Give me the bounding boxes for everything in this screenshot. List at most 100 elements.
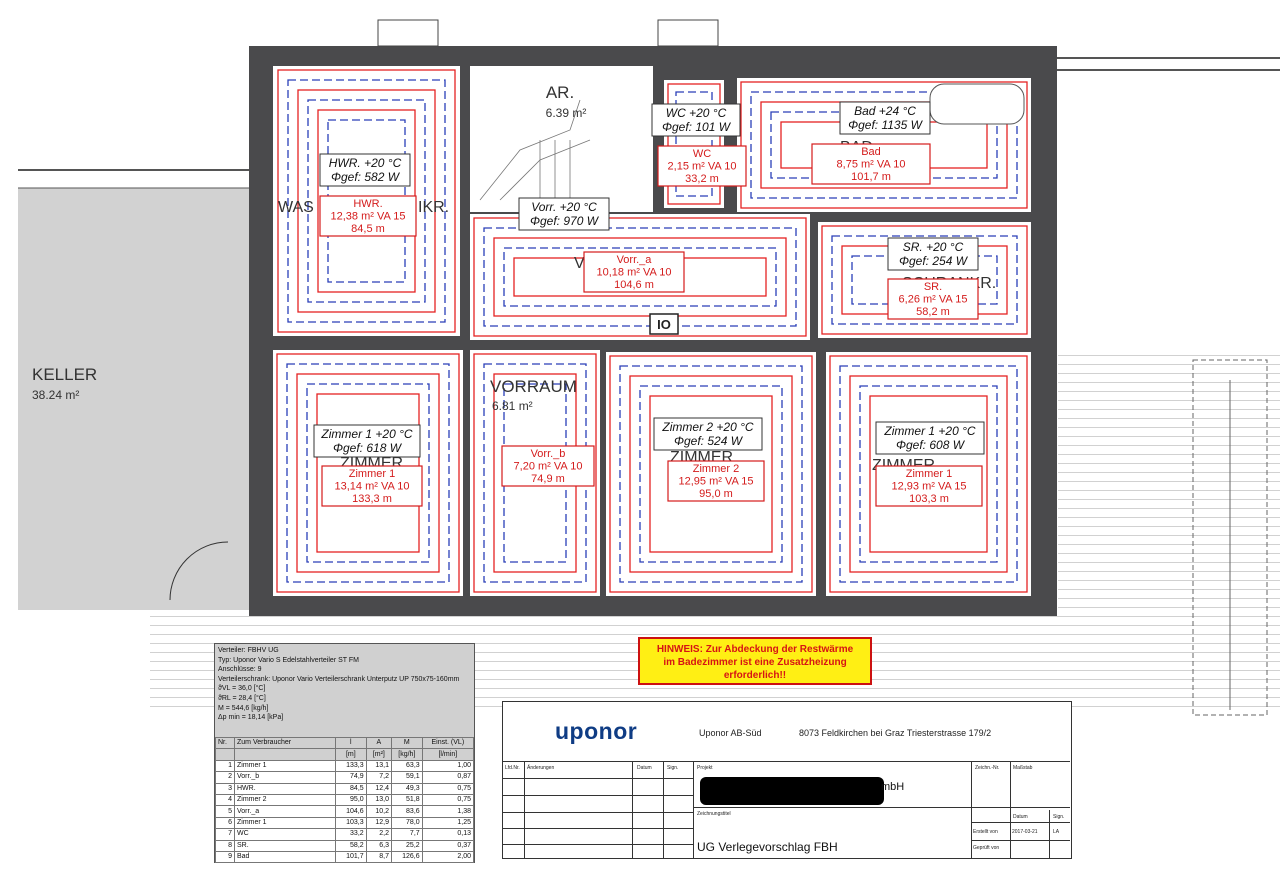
room-area-ar: 6.39 m² bbox=[546, 106, 587, 120]
table-cell: 95,0 bbox=[335, 793, 367, 807]
col-sign-label: Sign. bbox=[667, 765, 679, 771]
drawing-title-label: Zeichnungstitel bbox=[697, 811, 731, 817]
circuit-tag-text: 101,7 m bbox=[851, 171, 891, 183]
terrace-hatch-right bbox=[1058, 355, 1280, 615]
table-cell: 0,87 bbox=[421, 771, 475, 784]
table-cell: 13,0 bbox=[365, 793, 393, 807]
table-cell: 83,6 bbox=[391, 805, 423, 818]
col-nr-label: Lfd.Nr. bbox=[505, 765, 520, 771]
table-cell: 12,9 bbox=[365, 816, 393, 830]
company-address: 8073 Feldkirchen bei Graz Triesterstrass… bbox=[799, 728, 992, 738]
col-date-label: Datum bbox=[637, 765, 652, 771]
table-cell: 7,2 bbox=[365, 771, 393, 784]
circuit-tag-text: WC bbox=[693, 148, 711, 160]
room-area-keller: 38.24 m² bbox=[32, 388, 79, 402]
col-header: M bbox=[391, 736, 423, 750]
created-sign: LA bbox=[1053, 829, 1060, 835]
room-tag-text: Φgef: 608 W bbox=[896, 438, 966, 452]
col-header: Nr. bbox=[215, 736, 235, 750]
table-cell: WC bbox=[234, 828, 336, 841]
unit-cell: [m²] bbox=[365, 748, 393, 761]
table-cell: 7 bbox=[215, 828, 235, 841]
circuit-tag-text: 8,75 m² VA 10 bbox=[837, 159, 906, 171]
room-tag-text: Φgef: 970 W bbox=[530, 214, 600, 228]
circuit-tag-text: SR. bbox=[924, 281, 942, 293]
distributor-line: ϑRL = 28,4 [°C] bbox=[218, 694, 266, 702]
table-cell: 10,2 bbox=[365, 805, 393, 818]
table-cell: 5 bbox=[215, 805, 235, 818]
circuit-tag-text: 74,9 m bbox=[531, 473, 565, 485]
table-cell: Vorr._b bbox=[234, 771, 336, 784]
room-tag-text: Φgef: 582 W bbox=[331, 170, 401, 184]
distributor-grid: Nr. Zum Verbraucher l A M Einst. (VL) [m… bbox=[215, 736, 475, 864]
room-tag-text: SR. +20 °C bbox=[903, 240, 964, 254]
distributor-header: Verteiler: FBHV UG Typ: Uponor Vario S E… bbox=[215, 644, 474, 723]
room-tag-text: Zimmer 1 +20 °C bbox=[320, 427, 412, 441]
circuit-tag-text: 7,20 m² VA 10 bbox=[514, 461, 583, 473]
table-cell: 58,2 bbox=[335, 839, 367, 852]
distributor-line: ϑVL = 36,0 [°C] bbox=[218, 685, 266, 693]
table-cell: 126,6 bbox=[391, 850, 423, 864]
created-label: Erstellt von bbox=[973, 829, 998, 835]
date-label: Datum bbox=[1013, 814, 1028, 820]
table-cell: 25,2 bbox=[391, 839, 423, 852]
circuit-tag-text: 95,0 m bbox=[699, 488, 733, 500]
table-cell: Zimmer 2 bbox=[234, 793, 336, 807]
table-cell: 78,0 bbox=[391, 816, 423, 830]
unit-cell: [m] bbox=[335, 748, 367, 761]
room-tag-text: Zimmer 2 +20 °C bbox=[661, 420, 753, 434]
table-cell: 9 bbox=[215, 850, 235, 864]
col-header: Zum Verbraucher bbox=[234, 736, 336, 750]
table-header-row: Nr. Zum Verbraucher l A M Einst. (VL) bbox=[215, 736, 475, 750]
heating-loops bbox=[276, 69, 1028, 593]
table-cell: 51,8 bbox=[391, 793, 423, 807]
table-cell: 49,3 bbox=[391, 782, 423, 795]
table-cell: Zimmer 1 bbox=[234, 816, 336, 830]
circuit-tag-text: 12,38 m² VA 15 bbox=[330, 211, 405, 223]
table-cell: 101,7 bbox=[335, 850, 367, 864]
room-tag-text: Φgef: 524 W bbox=[674, 434, 744, 448]
note-line: erforderlich!! bbox=[723, 670, 787, 681]
circuit-tag-text: Vorr._a bbox=[617, 254, 653, 266]
table-cell: SR. bbox=[234, 839, 336, 852]
distributor-table: Verteiler: FBHV UG Typ: Uponor Vario S E… bbox=[214, 643, 475, 864]
table-cell: 7,7 bbox=[391, 828, 423, 841]
circuit-tag-text: 133,3 m bbox=[352, 493, 392, 505]
table-cell: 8 bbox=[215, 839, 235, 852]
table-cell: 33,2 bbox=[335, 828, 367, 841]
circuit-tag-text: 104,6 m bbox=[614, 279, 654, 291]
circuit-tag-text: Bad bbox=[861, 146, 881, 158]
circuit-tag-text: HWR. bbox=[353, 198, 382, 210]
room-area-vorraum: 6.81 m² bbox=[492, 399, 533, 413]
room-label-vorraum: VORRAUM bbox=[490, 377, 577, 396]
bathtub-icon bbox=[929, 83, 1025, 125]
circuit-tag-text: Zimmer 2 bbox=[693, 463, 739, 475]
room-tag-text: Vorr. +20 °C bbox=[531, 200, 597, 214]
table-cell: 4 bbox=[215, 793, 235, 807]
distributor-icon: IO bbox=[649, 313, 679, 335]
circuit-tag-text: 12,95 m² VA 15 bbox=[678, 476, 753, 488]
table-cell: 0,37 bbox=[421, 839, 475, 852]
table-cell: Zimmer 1 bbox=[234, 759, 336, 773]
room-label-v: V bbox=[574, 255, 585, 272]
distributor-line: Verteilerschrank: Uponor Vario Verteiler… bbox=[218, 675, 460, 683]
